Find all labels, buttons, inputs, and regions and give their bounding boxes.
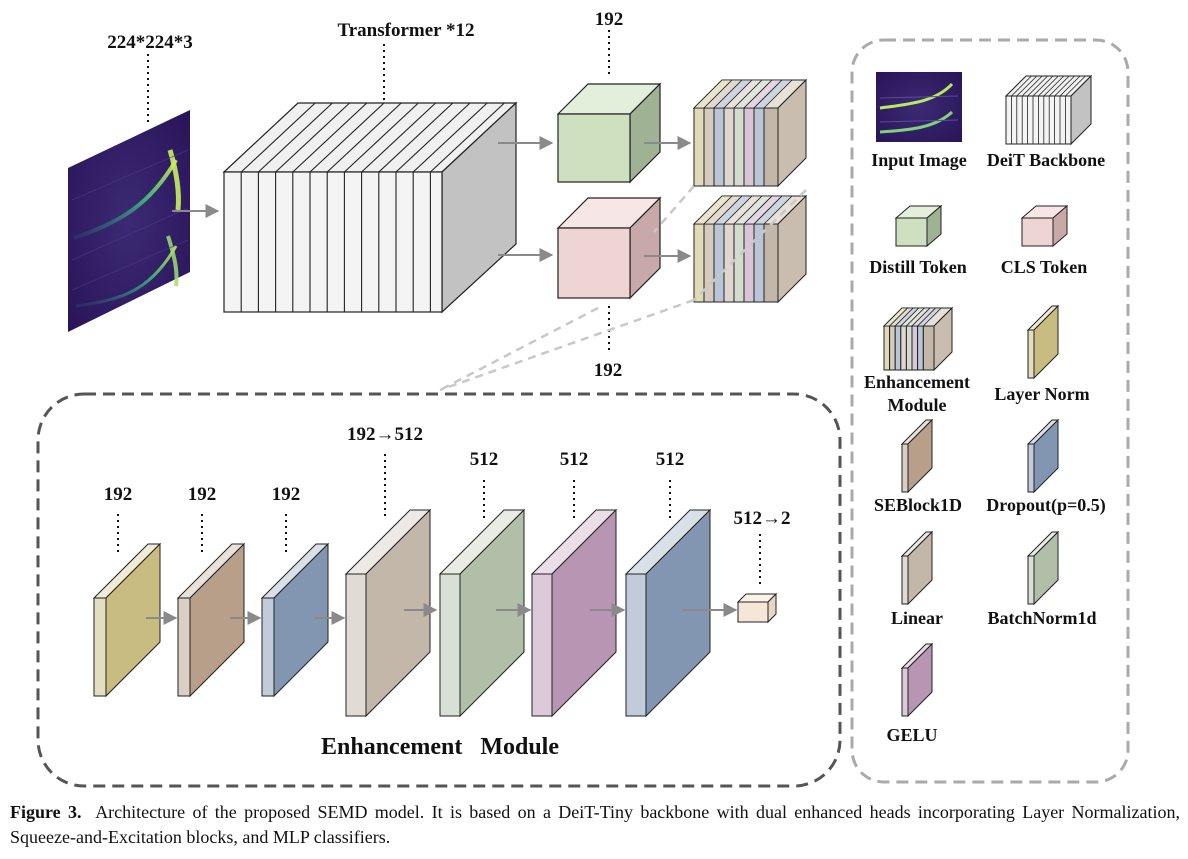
legend-gelu-label: GELU — [886, 725, 937, 745]
legend-panel — [850, 38, 1130, 784]
layer-dim-label: 512 — [560, 449, 589, 470]
layer-dim-label: 512 — [656, 449, 685, 470]
layer-dim-label: 192 — [272, 484, 301, 505]
enhancement-layer-6 — [530, 508, 618, 718]
legend-deit-backbone-label: DeiT Backbone — [987, 150, 1105, 170]
input-image — [68, 110, 190, 332]
enhancement-layer-2 — [176, 542, 246, 698]
legend-dropout-icon — [1026, 418, 1060, 494]
enhancement-layer-5 — [438, 508, 526, 718]
distill-token-cube — [556, 82, 662, 184]
caption-text: Architecture of the proposed SEMD model.… — [10, 802, 1180, 847]
cls-token-cube — [556, 196, 662, 300]
legend-enhancement-module-icon — [882, 306, 954, 372]
legend-linear-label: Linear — [891, 608, 943, 628]
legend-gelu-icon — [900, 642, 934, 718]
cls-dim-label: 192 — [594, 360, 623, 381]
input-dim-label: 224*224*3 — [107, 32, 193, 53]
caption-label: Figure 3. — [10, 802, 82, 822]
legend-cls-token-icon — [1020, 204, 1069, 248]
transformer-stack — [222, 101, 518, 314]
legend-seblock-label: SEBlock1D — [874, 495, 962, 515]
figure-caption: Figure 3. Architecture of the proposed S… — [10, 800, 1180, 850]
legend-layer-icons — [900, 304, 1060, 718]
architecture-diagram: 224*224*3 Transformer *12 192 192 Enhanc… — [36, 9, 1130, 788]
enhancement-module-panel — [36, 392, 842, 788]
transformer-label: Transformer *12 — [337, 20, 474, 41]
enhancement-layer-1 — [92, 542, 162, 698]
enhancement-module-block-cls — [692, 194, 808, 304]
enhancement-layer-4 — [344, 508, 432, 718]
zoom-line — [693, 189, 807, 301]
legend-input-image-label: Input Image — [871, 150, 967, 170]
legend-distill-token-label: Distill Token — [869, 257, 967, 277]
layer-dim-label: 512→2 — [734, 508, 791, 529]
enhancement-layer-7 — [624, 508, 712, 718]
legend-layer-norm-label: Layer Norm — [994, 384, 1089, 404]
legend-enhancement-module-label-line2: Module — [887, 395, 946, 415]
output-cube — [736, 592, 778, 624]
zoom-line — [439, 298, 695, 392]
legend-linear-icon — [900, 530, 934, 606]
legend-batchnorm-icon — [1026, 530, 1060, 606]
legend-input-image-icon — [876, 72, 962, 142]
legend-deit-backbone-icon — [1004, 74, 1093, 146]
legend-batchnorm-label: BatchNorm1d — [988, 608, 1097, 628]
zoom-line — [439, 306, 599, 392]
legend-dropout-label: Dropout(p=0.5) — [986, 495, 1105, 516]
layer-dim-label: 192→512 — [347, 424, 423, 445]
enhancement-module-block-distill — [692, 78, 808, 188]
layer-dim-label: 192 — [188, 484, 217, 505]
legend-seblock-icon — [900, 418, 934, 494]
enhancement-module-title: Enhancement Module — [321, 734, 559, 760]
legend-distill-token-icon — [894, 204, 943, 248]
legend-layer-norm-icon — [1026, 304, 1060, 380]
enhancement-layer-3 — [260, 542, 330, 698]
enhancement-layers: 192 192 192 192→512 512 512 512 512→2 — [92, 424, 791, 718]
legend-cls-token-label: CLS Token — [1001, 257, 1088, 277]
zoom-line — [653, 185, 695, 233]
layer-dim-label: 512 — [470, 449, 499, 470]
legend-enhancement-module-label-line1: Enhancement — [864, 372, 970, 392]
layer-dim-label: 192 — [104, 484, 133, 505]
distill-dim-label: 192 — [595, 9, 624, 30]
